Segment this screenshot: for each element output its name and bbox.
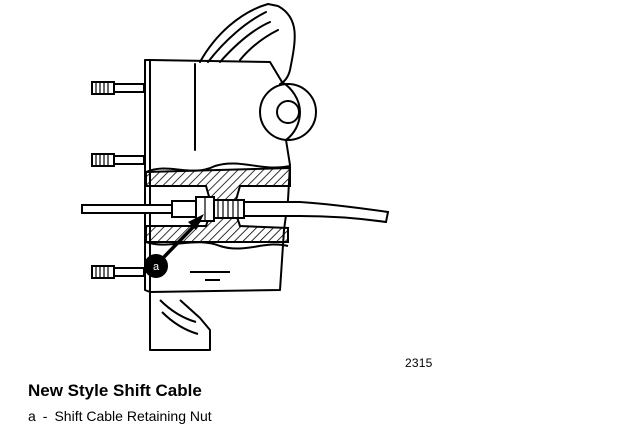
legend-text: Shift Cable Retaining Nut bbox=[54, 408, 212, 424]
mounting-studs bbox=[91, 81, 145, 279]
shift-cable-diagram: a bbox=[81, 3, 390, 351]
caption-title: New Style Shift Cable bbox=[28, 381, 202, 400]
callout-a: a bbox=[144, 254, 168, 278]
legend-separator: - bbox=[42, 408, 48, 424]
legend-item: a-Shift Cable Retaining Nut bbox=[28, 408, 212, 424]
housing-upper bbox=[199, 3, 296, 85]
legend-key: a bbox=[28, 408, 36, 424]
svg-text:a: a bbox=[153, 261, 160, 273]
shift-cable bbox=[81, 196, 390, 224]
figure-number: 2315 bbox=[405, 356, 433, 370]
legend: a-Shift Cable Retaining Nut bbox=[28, 408, 212, 424]
callout-leader bbox=[161, 214, 204, 260]
